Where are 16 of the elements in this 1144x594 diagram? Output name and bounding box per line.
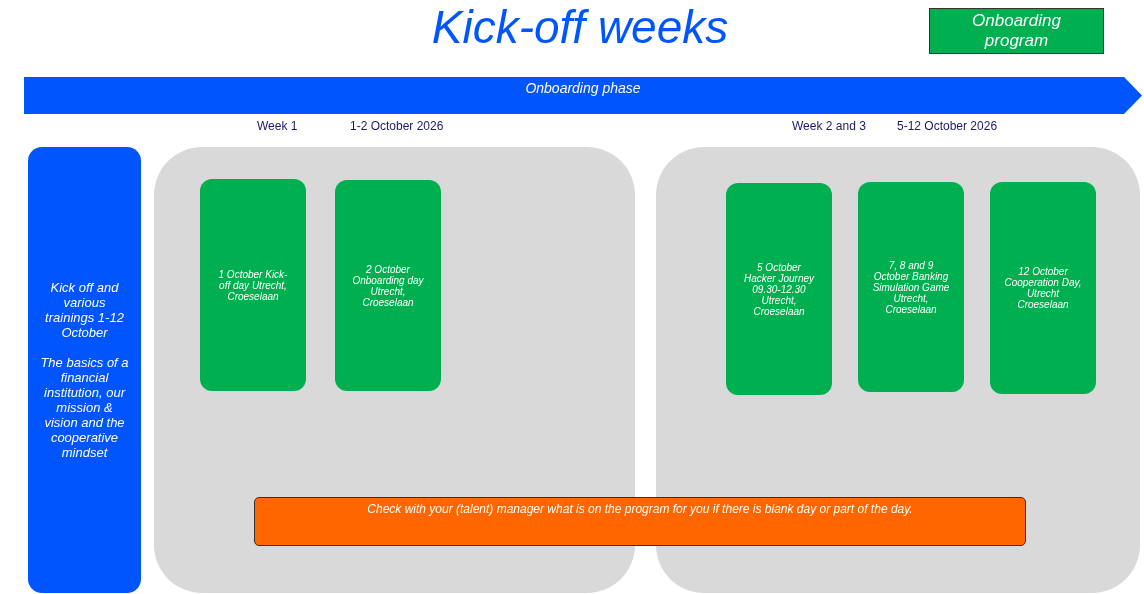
- event-card: 1 October Kick-off day Utrecht, Croeselaan: [200, 179, 306, 391]
- event-card: 5 October Hacker Journey 09.30-12.30 Utrecht, Croeselaan: [726, 183, 832, 395]
- notice-bar: Check with your (talent) manager what is on the program for you if there is blank day or part of the day.: [254, 497, 1026, 546]
- panel-heading: Kick off and various trainings 1-12 October: [44, 280, 125, 340]
- program-box: Onboarding program: [929, 8, 1104, 54]
- week-label: Week 1: [257, 119, 298, 133]
- event-card: 7, 8 and 9 October Banking Simulation Game Utrecht, Croeselaan: [858, 182, 964, 392]
- phase-label: Onboarding phase: [525, 80, 641, 96]
- event-card: 12 October Cooperation Day, Utrecht Croeselaan: [990, 182, 1096, 394]
- title: Kick-off weeks: [430, 0, 730, 54]
- panel-text: The basics of a financial institution, our mission & vision and the cooperative mindset: [39, 355, 130, 460]
- date-range: 5-12 October 2026: [897, 119, 998, 133]
- date-range: 1-2 October 2026: [350, 119, 444, 133]
- week-label: Week 2 and 3: [792, 119, 866, 133]
- info-panel: [28, 147, 141, 593]
- event-card: 2 October Onboarding day Utrecht, Croeselaan: [335, 180, 441, 391]
